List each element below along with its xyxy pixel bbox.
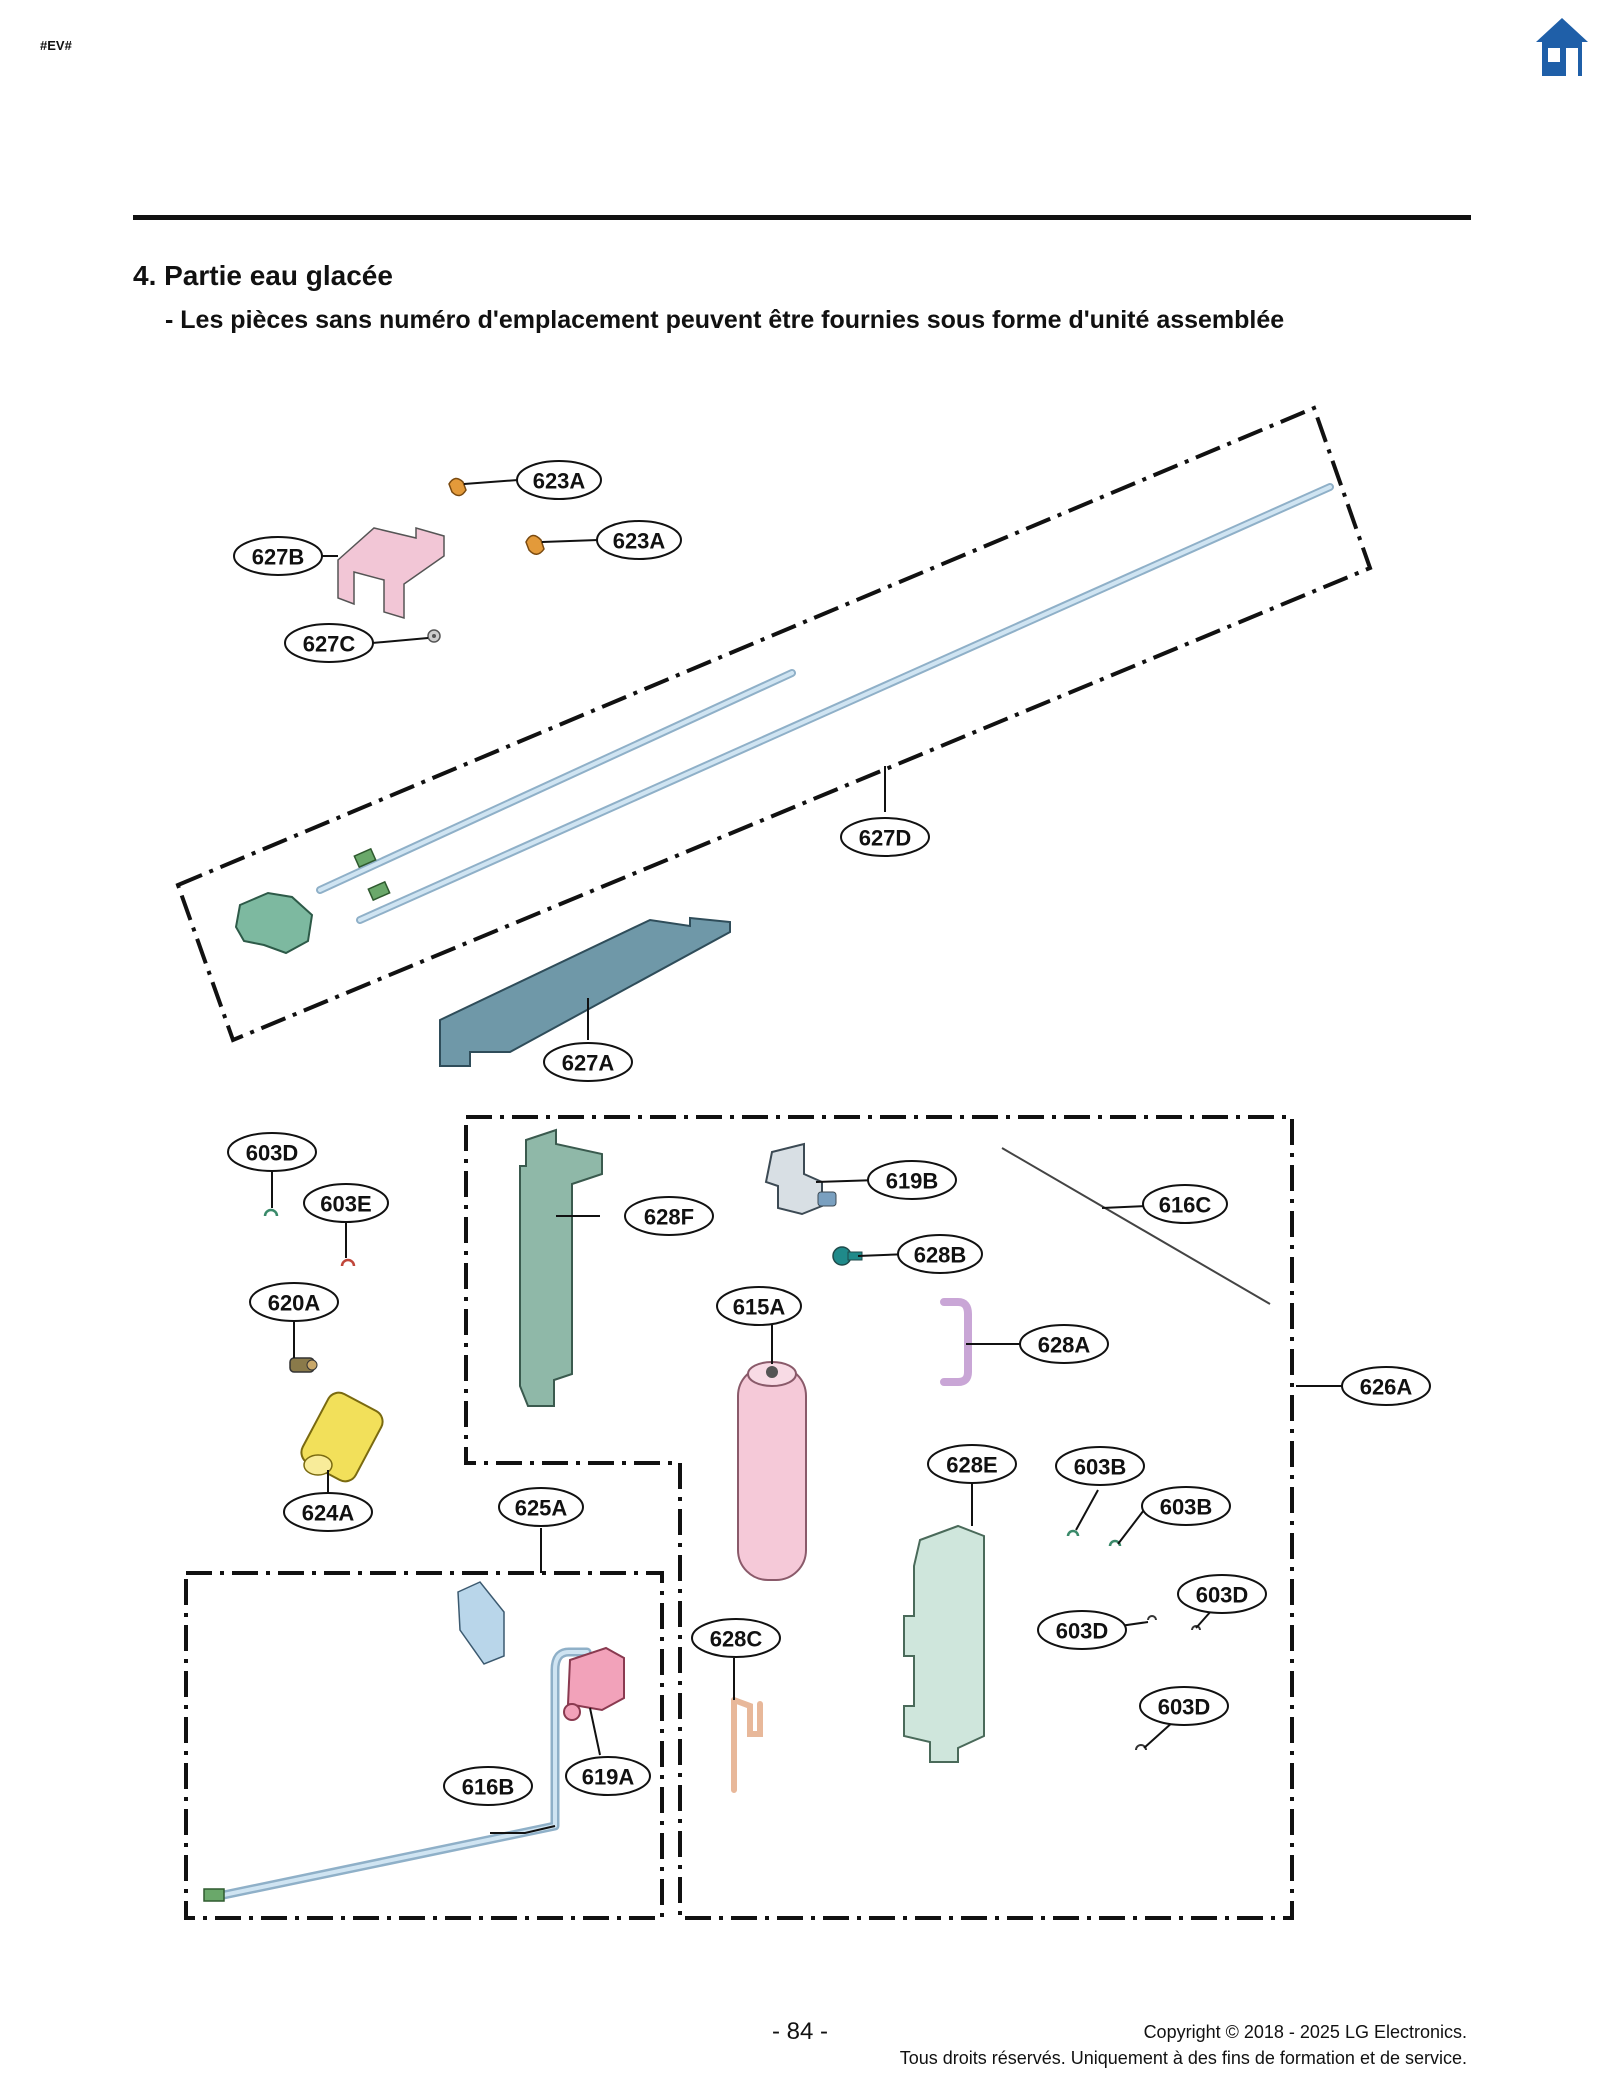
part-label: 624A xyxy=(302,1501,355,1526)
part-label: 616B xyxy=(462,1775,515,1800)
part-label: 628F xyxy=(644,1205,694,1230)
part-label: 626A xyxy=(1360,1375,1413,1400)
wire-616C xyxy=(1001,1147,1271,1305)
part-label: 603D xyxy=(1196,1583,1249,1608)
part-label: 616C xyxy=(1159,1193,1212,1218)
home-icon[interactable] xyxy=(1534,16,1590,78)
part-label: 603D xyxy=(1056,1619,1109,1644)
bracket-627B xyxy=(337,527,445,620)
part-label: 627B xyxy=(252,545,305,570)
part-label: 619A xyxy=(582,1765,635,1790)
group-625A-boundary xyxy=(184,1571,664,1920)
part-label: 615A xyxy=(733,1295,786,1320)
part-label: 603D xyxy=(1158,1695,1211,1720)
tube-616B xyxy=(209,1647,592,1902)
part-label: 627C xyxy=(303,632,356,657)
part-label: 627A xyxy=(562,1051,615,1076)
part-label: 603B xyxy=(1160,1495,1213,1520)
part-label: 623A xyxy=(613,529,666,554)
clamp-623A-lower xyxy=(525,534,545,555)
tube-628A xyxy=(940,1298,972,1386)
part-label: 628C xyxy=(710,1627,763,1652)
header-rule xyxy=(133,215,1471,220)
part-label: 603E xyxy=(320,1192,371,1217)
housing-628F xyxy=(519,1128,603,1407)
tube-628C xyxy=(731,1697,763,1793)
part-label: 628A xyxy=(1038,1333,1091,1358)
bracket-625A xyxy=(457,1581,505,1665)
part-label: 627D xyxy=(859,826,912,851)
screw-627C xyxy=(427,629,441,643)
housing-628E xyxy=(903,1524,985,1763)
part-label: 623A xyxy=(533,469,586,494)
section-note: - Les pièces sans numéro d'emplacement p… xyxy=(165,306,1285,334)
document-code: #EV# xyxy=(40,38,72,53)
clip-603E xyxy=(340,1258,356,1267)
part-label: 619B xyxy=(886,1169,939,1194)
page-number: - 84 - xyxy=(771,2018,828,2045)
part-label: 603B xyxy=(1074,1455,1127,1480)
valve-body-627D xyxy=(234,891,314,955)
tube-coupling xyxy=(353,847,391,902)
group-626A-boundary xyxy=(464,1115,1294,1920)
clip-603B-left xyxy=(1066,1529,1080,1537)
clip-603D-right xyxy=(1191,1625,1201,1631)
valve-619A xyxy=(563,1646,625,1721)
capacitor-624A xyxy=(300,1391,384,1483)
clip-603D-mid xyxy=(1147,1615,1157,1621)
clamp-623A-upper xyxy=(448,477,467,497)
clip-603B-right xyxy=(1108,1539,1122,1547)
fitting-616B xyxy=(203,1888,225,1902)
rights-notice: Tous droits réservés. Uniquement à des f… xyxy=(899,2048,1467,2068)
part-label: 625A xyxy=(515,1496,568,1521)
clip-603D-left xyxy=(263,1208,279,1217)
part-label: 603D xyxy=(246,1141,299,1166)
plate-627A xyxy=(439,916,731,1067)
valve-619B xyxy=(764,1142,837,1216)
filter-615A xyxy=(737,1361,807,1581)
part-label: 628E xyxy=(946,1453,997,1478)
connector-628B xyxy=(832,1246,863,1266)
group-627D-boundary xyxy=(175,405,1373,1043)
part-label: 620A xyxy=(268,1291,321,1316)
leader-lines xyxy=(271,479,1350,1834)
clip-603D-bottom xyxy=(1135,1744,1147,1751)
part-label: 628B xyxy=(914,1243,967,1268)
section-title: 4. Partie eau glacée xyxy=(133,260,393,291)
grommet-620A xyxy=(289,1357,318,1373)
copyright: Copyright © 2018 - 2025 LG Electronics. xyxy=(1143,2022,1467,2042)
